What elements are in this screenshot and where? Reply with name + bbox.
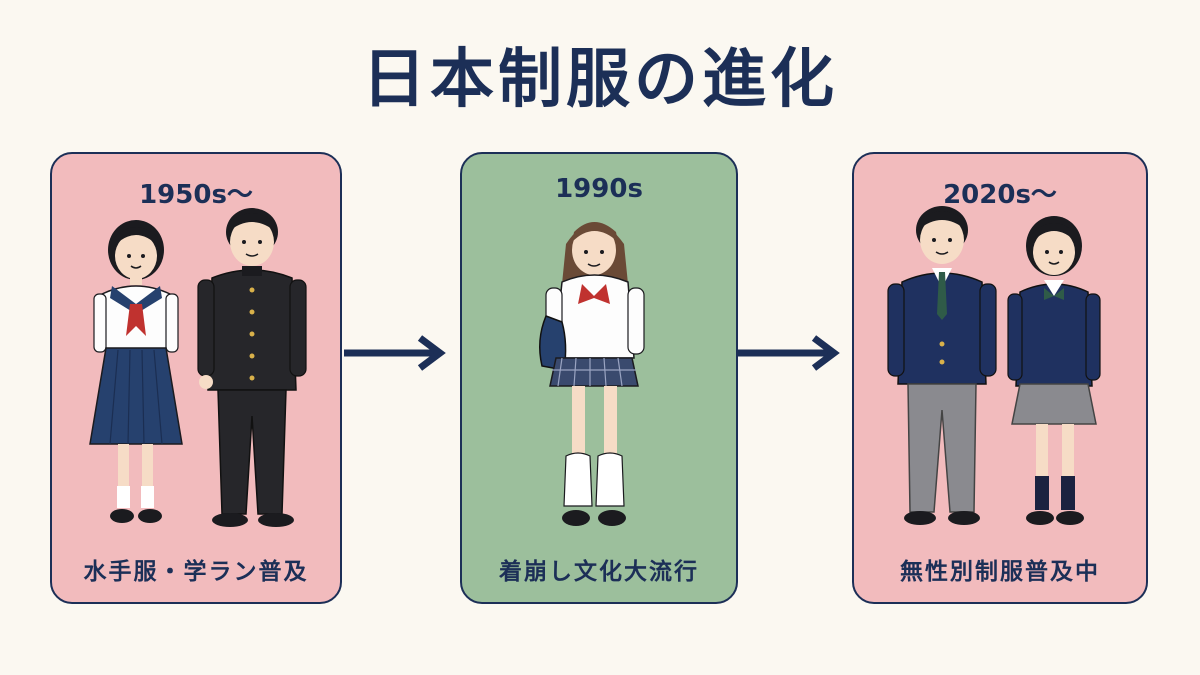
era-label: 1990s	[555, 174, 643, 204]
panel-2020s: 2020s〜	[852, 152, 1148, 604]
panel-caption: 水手服・学ラン普及	[83, 559, 309, 585]
era-label: 1950s〜	[139, 180, 253, 210]
gakuran-uniform-boy-figure	[197, 208, 307, 527]
panel-caption: 無性別制服普及中	[900, 559, 1100, 585]
blazer-uniform-girl-figure	[1007, 216, 1101, 525]
uniform-illustration-genderless-blazer	[887, 206, 1101, 525]
panel-1950s: 1950s〜	[50, 152, 342, 604]
blazer-uniform-boy-figure	[887, 206, 997, 525]
sailor-uniform-girl-figure	[89, 220, 183, 523]
uniform-illustration-sailor-gakuran	[89, 208, 307, 527]
uniform-illustration-loose-style	[539, 222, 645, 526]
era-label: 2020s〜	[943, 180, 1057, 210]
arrow-right-icon	[344, 335, 446, 371]
panel-1990s: 1990s 着崩し文化大流行	[460, 152, 738, 604]
loose-style-schoolgirl-figure	[539, 222, 645, 526]
arrow-right-icon	[738, 335, 840, 371]
page-title: 日本制服の進化	[362, 43, 838, 117]
panel-caption: 着崩し文化大流行	[499, 559, 699, 585]
